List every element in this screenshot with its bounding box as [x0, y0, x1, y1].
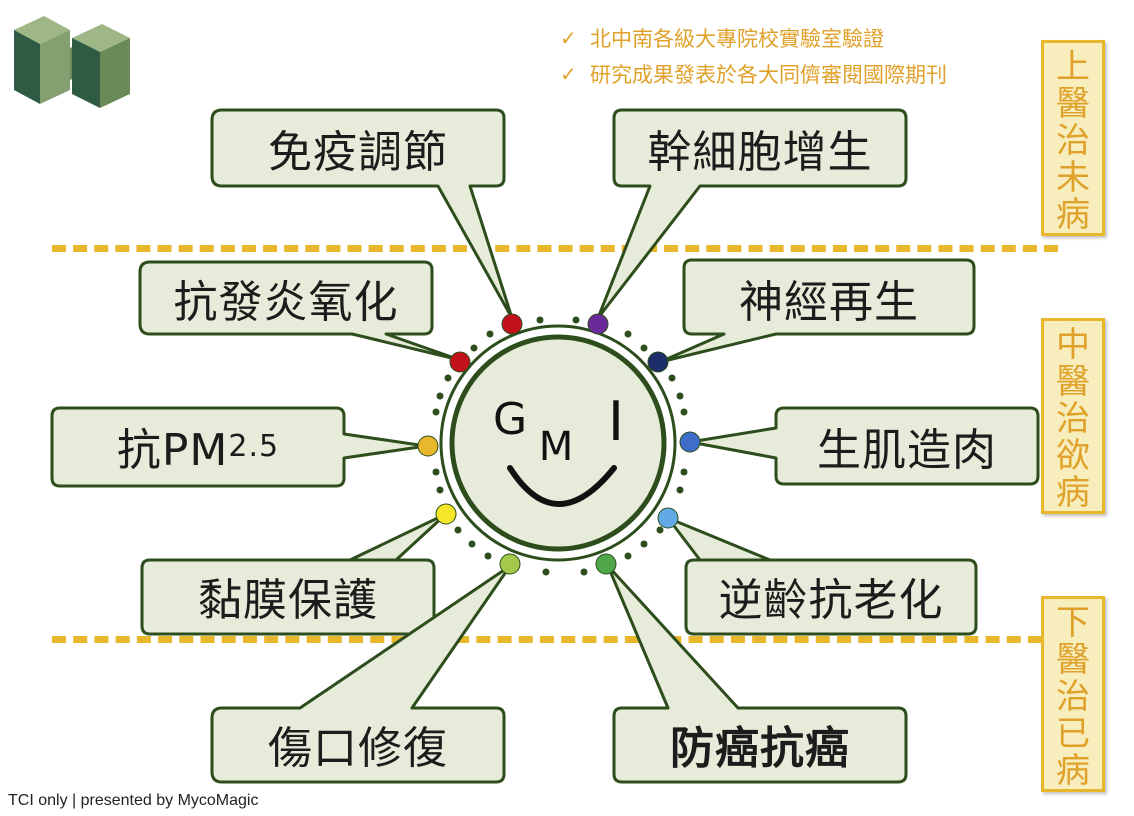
- tier-divider-upper: [52, 245, 1058, 252]
- callout-muscle-shape: [688, 406, 1040, 486]
- tier-box-upper: 上 醫 治 未 病: [1041, 40, 1105, 236]
- callout-wound-shape: [210, 564, 512, 784]
- callout-nerve-shape: [658, 258, 976, 364]
- tier-char: 醫: [1056, 362, 1090, 402]
- dot-gold: [417, 435, 439, 457]
- dot-yellow-green: [499, 553, 521, 575]
- dot-red-left: [449, 351, 471, 373]
- callout-anti-aging-shape: [666, 516, 978, 636]
- tier-char: 中: [1056, 325, 1090, 365]
- callout-muscle: 生肌造肉: [817, 425, 997, 476]
- claim-item: ✓ 研究成果發表於各大同儕審閱國際期刊: [560, 56, 947, 92]
- claim-text: 北中南各級大專院校實驗室驗證: [590, 27, 884, 51]
- tier-char: 醫: [1056, 640, 1090, 680]
- smile-icon: [507, 465, 617, 507]
- pm25-subscript: 2.5: [228, 428, 280, 464]
- gmi-letter-g: G: [493, 394, 527, 445]
- mycomagic-logo: [14, 16, 130, 108]
- tier-char: 下: [1056, 603, 1090, 643]
- dot-yellow: [435, 503, 457, 525]
- gmi-logo-circle: G M I: [439, 324, 677, 562]
- tier-divider-lower: [52, 636, 1042, 643]
- callout-nerve: 神經再生: [739, 277, 919, 328]
- dot-navy: [647, 351, 669, 373]
- claim-item: ✓ 北中南各級大專院校實驗室驗證: [560, 20, 947, 56]
- tier-char: 醫: [1056, 84, 1090, 124]
- tier-char: 未: [1056, 158, 1090, 198]
- gmi-letter-i: I: [608, 390, 624, 453]
- claims-list: ✓ 北中南各級大專院校實驗室驗證 ✓ 研究成果發表於各大同儕審閱國際期刊: [560, 20, 947, 92]
- callout-stem-cell: 幹細胞增生: [647, 127, 873, 178]
- claim-text: 研究成果發表於各大同儕審閱國際期刊: [590, 63, 947, 87]
- tier-box-lower: 下 醫 治 已 病: [1041, 596, 1105, 792]
- footer-credit: TCI only | presented by MycoMagic: [8, 792, 259, 809]
- callout-wound: 傷口修復: [268, 723, 448, 774]
- tier-char: 病: [1056, 751, 1090, 791]
- tier-char: 病: [1056, 195, 1090, 235]
- callout-immune-shape: [210, 108, 514, 320]
- check-icon: ✓: [560, 26, 577, 50]
- callout-immune: 免疫調節: [268, 127, 448, 178]
- tier-char: 上: [1056, 47, 1090, 87]
- pm25-text: 抗PM: [116, 425, 229, 476]
- tier-box-middle: 中 醫 治 欲 病: [1041, 318, 1105, 514]
- callout-anti-inflammation: 抗發炎氧化: [173, 277, 399, 328]
- callout-pm25-shape: [50, 406, 428, 488]
- dot-light-blue: [657, 507, 679, 529]
- callout-anti-aging: 逆齡抗老化: [718, 575, 944, 626]
- dot-red-top: [501, 313, 523, 335]
- dot-purple: [587, 313, 609, 335]
- gmi-letter-m: M: [539, 424, 574, 470]
- callout-anti-inflammation-shape: [138, 260, 462, 362]
- tier-char: 治: [1056, 677, 1090, 717]
- tier-char: 治: [1056, 121, 1090, 161]
- callout-stem-cell-shape: [596, 108, 908, 320]
- callout-mucosa: 黏膜保護: [198, 575, 378, 626]
- callout-cancer: 防癌抗癌: [670, 723, 850, 774]
- ring-dots: [432, 316, 688, 576]
- tier-char: 欲: [1056, 436, 1090, 476]
- dot-blue: [679, 431, 701, 453]
- callout-cancer-shape: [606, 564, 908, 784]
- tier-char: 治: [1056, 399, 1090, 439]
- check-icon: ✓: [560, 62, 577, 86]
- dot-green: [595, 553, 617, 575]
- tier-char: 病: [1056, 473, 1090, 513]
- tier-char: 已: [1056, 714, 1090, 754]
